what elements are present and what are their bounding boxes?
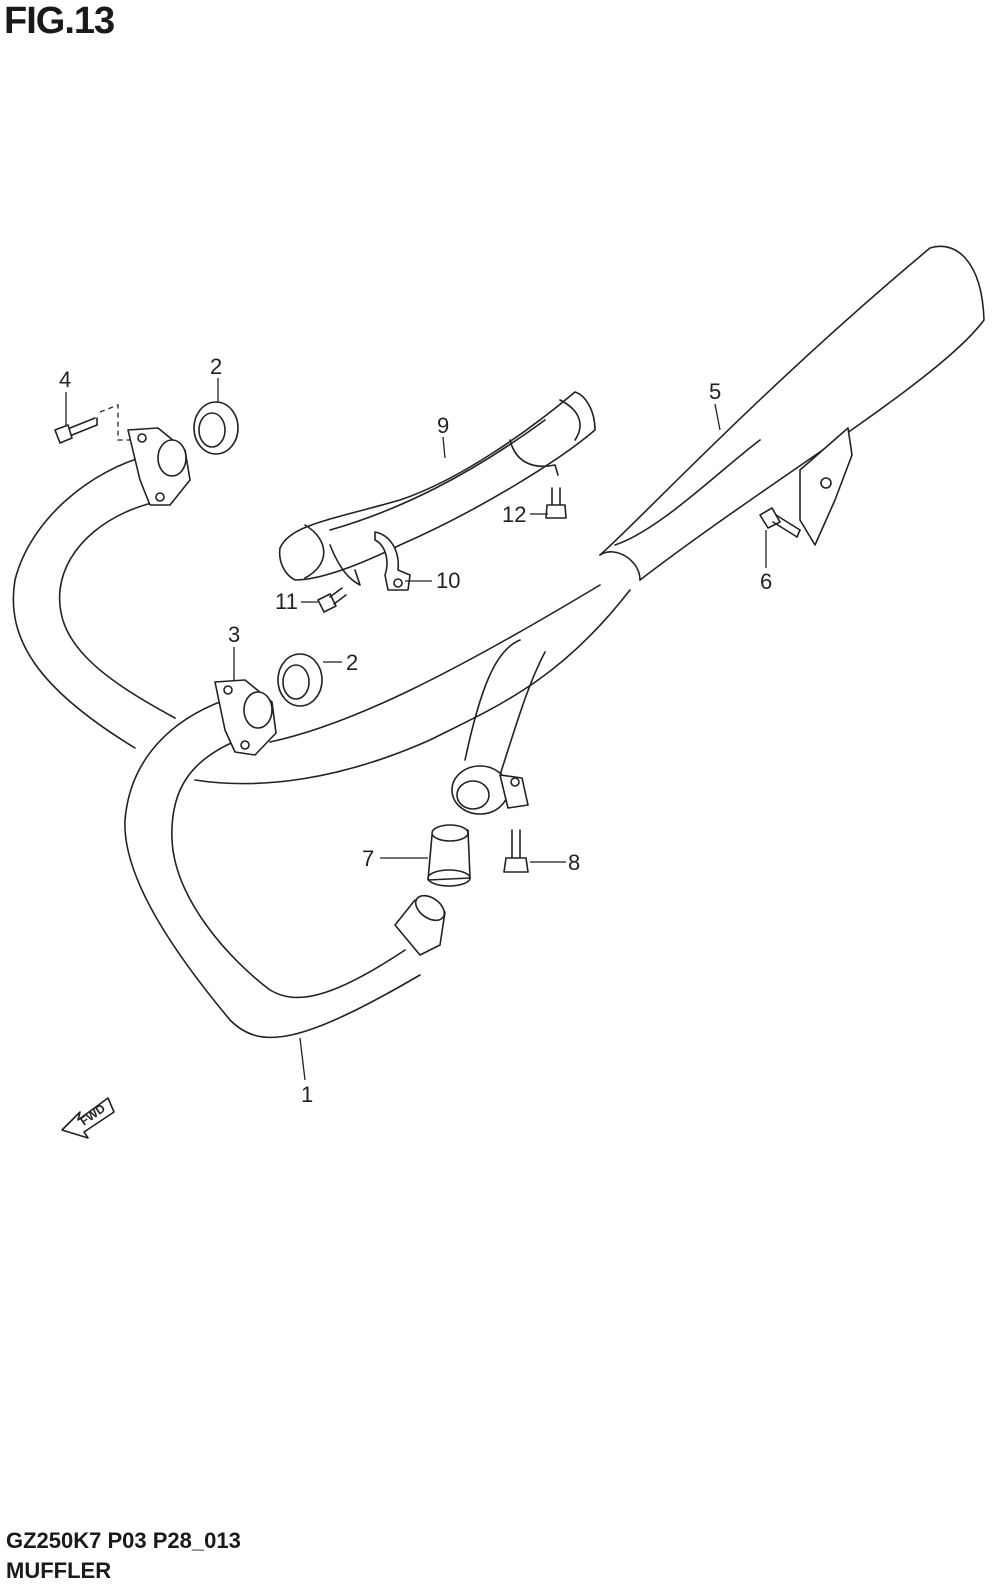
figure-title: FIG.13 (4, 0, 115, 42)
callout-10: 10 (436, 568, 460, 593)
bolt-part-6[interactable] (759, 507, 801, 538)
sleeve-part-7[interactable] (427, 824, 471, 887)
gasket-part-2-upper[interactable] (193, 401, 239, 455)
callout-1: 1 (301, 1082, 313, 1107)
callout-2-upper: 2 (210, 354, 222, 379)
callout-6: 6 (760, 569, 772, 594)
callout-7: 7 (362, 846, 374, 871)
muffler-part-5[interactable] (599, 245, 985, 581)
callout-5: 5 (709, 379, 721, 404)
bolt-part-4[interactable] (54, 404, 130, 444)
model-code: GZ250K7 P03 P28_013 (6, 1528, 241, 1553)
exhaust-pipe-part-1[interactable] (124, 584, 631, 1039)
section-name: MUFFLER (6, 1558, 112, 1583)
callout-9: 9 (437, 413, 449, 438)
upper-exhaust-pipe[interactable] (12, 427, 191, 749)
fwd-direction-arrow: FWD (61, 1097, 115, 1139)
callout-11: 11 (275, 589, 298, 614)
heat-shield-part-9[interactable] (278, 391, 596, 586)
callout-4: 4 (59, 367, 71, 392)
clamp-part-10[interactable] (374, 531, 411, 591)
callouts: 1 2 2 3 4 5 6 7 8 9 10 11 12 (59, 354, 772, 1107)
bolt-part-12[interactable] (545, 487, 567, 519)
bolt-part-8[interactable] (503, 829, 529, 873)
leader-lines (65, 378, 767, 1081)
balance-pipe[interactable] (451, 639, 546, 815)
callout-12: 12 (502, 502, 526, 527)
bolt-part-11[interactable] (317, 587, 347, 613)
callout-2-lower: 2 (346, 650, 358, 675)
callout-8: 8 (568, 850, 580, 875)
gasket-part-2-lower[interactable] (277, 653, 323, 707)
callout-3: 3 (228, 622, 240, 647)
